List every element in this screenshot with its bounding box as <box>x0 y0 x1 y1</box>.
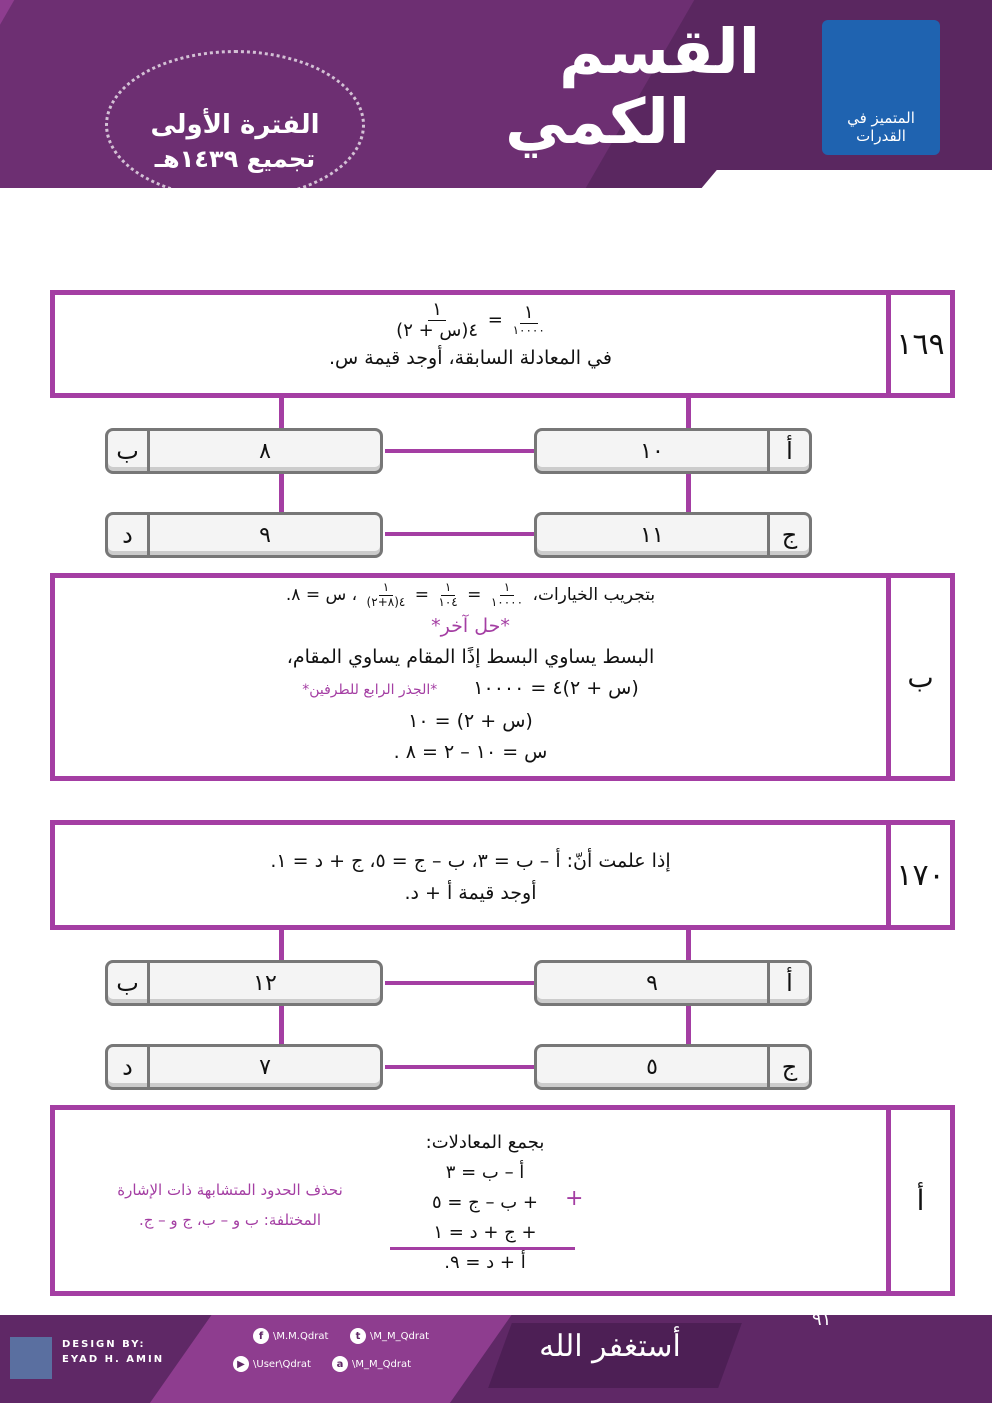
step1: (س + ٢)٤ = ١٠٠٠٠ *الجذر الرابع للطرفين* <box>302 677 639 699</box>
step2: (س + ٢) = ١٠ <box>408 710 533 732</box>
period-label: الفترة الأولى <box>150 110 320 140</box>
page-header: الفترة الأولى تجميع ١٤٣٩هـ القسم الكمي ا… <box>0 0 992 188</box>
title-line1: القسم <box>559 15 760 88</box>
solution-170: أ بجمع المعادلات: أ – ب = ٣ + ب – ج = ٥ … <box>50 1105 955 1296</box>
ask-icon: a <box>332 1356 348 1372</box>
sum-line <box>390 1247 575 1250</box>
title-line2: الكمي <box>505 85 690 158</box>
page-number: ٩١ <box>812 1315 832 1330</box>
equation-1: أ – ب = ٣ <box>445 1162 525 1183</box>
youtube-link[interactable]: ▶\User\Qdrat <box>233 1356 311 1372</box>
note-line1: نحذف الحدود المتشابهة ذات الإشارة <box>117 1181 343 1199</box>
question-170: ١٧٠ إذا علمت أنّ: أ – ب = ٣، ب – ج = ٥، … <box>50 820 955 930</box>
solution-title: بجمع المعادلات: <box>425 1132 545 1153</box>
logo: المتميز في القدرات <box>822 20 940 155</box>
alt-solution-title: *حل آخر* <box>431 615 510 637</box>
facebook-icon: f <box>253 1328 269 1344</box>
collection-label: تجميع ١٤٣٩هـ <box>154 145 316 173</box>
question-number: ١٦٩ <box>886 295 950 393</box>
question-number: ١٧٠ <box>886 825 950 925</box>
rule-line: البسط يساوي البسط إذًا المقام يساوي المق… <box>286 646 655 668</box>
calligraphy: أستغفر الله <box>539 1329 681 1364</box>
plus-sign: + <box>565 1186 584 1211</box>
question-line2: أوجد قيمة أ + د. <box>404 882 537 904</box>
designer-logo <box>10 1337 52 1379</box>
twitter-icon: t <box>350 1328 366 1344</box>
youtube-icon: ▶ <box>233 1356 249 1372</box>
answer-letter: ب <box>886 578 950 776</box>
equation-3: + ج + د = ١ <box>433 1222 537 1243</box>
page-footer: DESIGN BY: EYAD H. AMIN f\M.M.Qdrat t\M_… <box>0 1315 992 1403</box>
question-line1: إذا علمت أنّ: أ – ب = ٣، ب – ج = ٥، ج + … <box>270 850 671 872</box>
twitter-link[interactable]: t\M_M_Qdrat <box>350 1328 429 1344</box>
design-by-label: DESIGN BY: <box>62 1339 146 1350</box>
note-line2: المختلفة: ب و – ب، ج و – ج. <box>138 1211 322 1229</box>
result: أ + د = ٩. <box>444 1252 526 1273</box>
question-prompt: في المعادلة السابقة، أوجد قيمة س. <box>329 346 612 369</box>
designer-name: EYAD H. AMIN <box>62 1354 165 1365</box>
facebook-link[interactable]: f\M.M.Qdrat <box>253 1328 328 1344</box>
dotted-circle <box>105 50 365 188</box>
answer-letter: أ <box>886 1110 950 1291</box>
ask-link[interactable]: a\M_M_Qdrat <box>332 1356 411 1372</box>
equation-2: + ب – ج = ٥ <box>431 1192 538 1213</box>
step3: س = ١٠ – ٢ = ٨ . <box>393 741 548 763</box>
